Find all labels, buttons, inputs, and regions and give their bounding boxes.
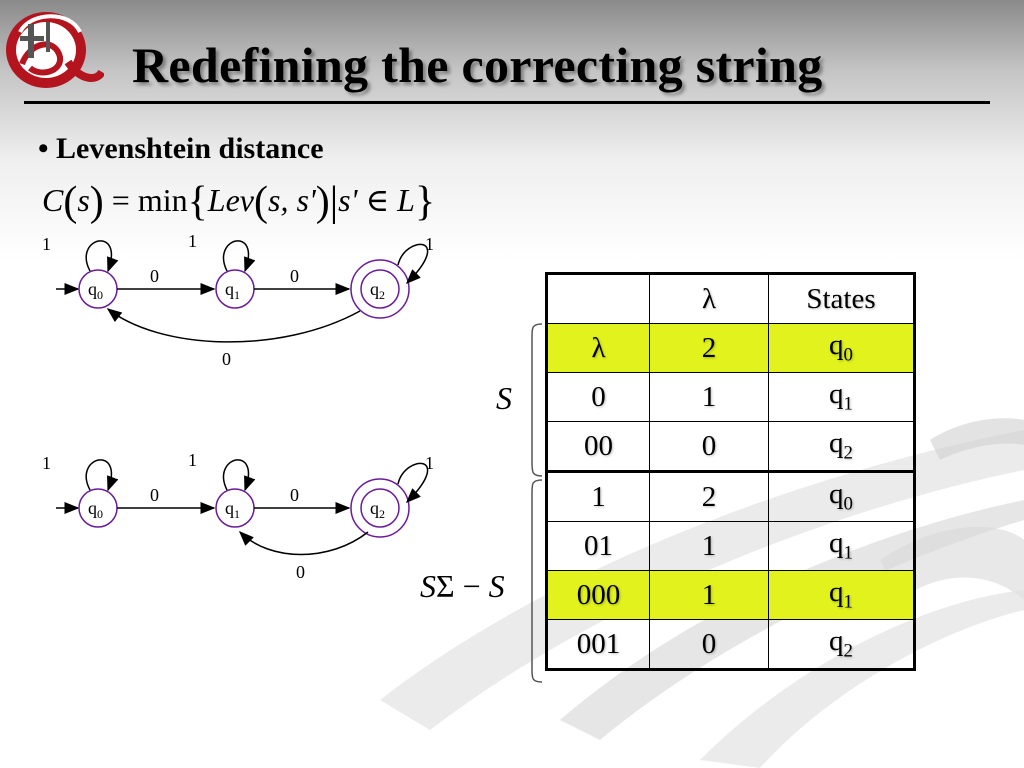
- set-S-label: S: [496, 380, 512, 416]
- table-cell-distance: 0: [649, 421, 769, 472]
- levenshtein-formula: C(s) = min{Lev(s, s')|s' ∈ L}: [42, 179, 436, 225]
- table-cell-distance: 1: [649, 521, 769, 571]
- table-header-row: λ States: [546, 273, 915, 324]
- loop-label-q1: 1: [188, 450, 197, 470]
- back-edge-label: 0: [296, 562, 305, 582]
- loop-label-q0: 1: [42, 234, 51, 254]
- formula-args: s, s': [268, 182, 316, 218]
- formula-condition: s' ∈ L: [338, 182, 415, 218]
- table-cell-state: q1: [768, 372, 915, 422]
- formula-equals: =: [111, 182, 130, 218]
- edge-label-q0-q1: 0: [150, 266, 159, 286]
- table-header-cell: λ: [649, 273, 769, 324]
- table-cell-string: 000: [546, 570, 650, 620]
- formula-min: min: [137, 182, 188, 218]
- bullet-item: • Levenshtein distance: [38, 132, 324, 165]
- bullet-text: Levenshtein distance: [56, 132, 324, 165]
- loop-label-q0: 1: [42, 453, 51, 473]
- table-cell-distance: 1: [649, 570, 769, 620]
- dfa-bottom-diagram: q0 q1 q2 1 1 1 0 0 0: [42, 450, 434, 582]
- table-cell-string: 00: [546, 421, 650, 472]
- table-cell-distance: 0: [649, 619, 769, 670]
- table-header-cell: [546, 273, 650, 324]
- dfa-top-diagram: q0 q1 q2 1 1 1 0 0 0: [42, 231, 434, 369]
- title-underline: [24, 101, 990, 104]
- formula-lhs: C: [42, 182, 64, 218]
- table-row: 01 1 q1: [546, 521, 915, 571]
- table-row: 0 1 q1: [546, 372, 915, 422]
- state-q2-circle: [360, 488, 400, 528]
- edge-label-q1-q2: 0: [290, 485, 299, 505]
- table-row: 001 0 q2: [546, 619, 915, 670]
- formula-arg: s: [77, 182, 90, 218]
- back-edge-label: 0: [222, 349, 231, 369]
- table-row: 1 2 q0: [546, 470, 915, 522]
- edge-label-q1-q2: 0: [290, 266, 299, 286]
- state-table: λ States λ 2 q0 0 1 q1 00 0 q2 1 2 q0 01…: [545, 272, 916, 671]
- set-S-sigma-minus-S-label: SΣ − S: [420, 568, 505, 604]
- logo-icon: [6, 12, 104, 88]
- table-cell-distance: 2: [649, 323, 769, 373]
- loop-label-q1: 1: [188, 231, 197, 251]
- loop-label-q2: 1: [425, 234, 434, 254]
- table-row: 00 0 q2: [546, 421, 915, 472]
- table-cell-string: 0: [546, 372, 650, 422]
- formula-lev: Lev: [207, 182, 254, 218]
- table-cell-string: 001: [546, 619, 650, 670]
- loop-label-q2: 1: [425, 453, 434, 473]
- table-cell-string: λ: [546, 323, 650, 373]
- edge-label-q0-q1: 0: [150, 485, 159, 505]
- table-row: λ 2 q0: [546, 323, 915, 373]
- table-cell-state: q0: [768, 323, 915, 373]
- formula-bar: |: [329, 179, 339, 225]
- table-cell-state: q1: [768, 570, 915, 620]
- table-cell-state: q2: [768, 421, 915, 472]
- table-cell-state: q2: [768, 619, 915, 670]
- table-cell-string: 1: [546, 470, 650, 522]
- table-cell-string: 01: [546, 521, 650, 571]
- row-group-brackets: [531, 323, 543, 683]
- table-cell-distance: 2: [649, 470, 769, 522]
- table-cell-state: q0: [768, 470, 915, 522]
- state-q2-accept-ring: [350, 259, 410, 319]
- state-q2-circle: [360, 269, 400, 309]
- table-row: 000 1 q1: [546, 570, 915, 620]
- slide-title: Redefining the correcting string: [132, 37, 823, 93]
- state-q2-accept-ring: [350, 478, 410, 538]
- table-cell-state: q1: [768, 521, 915, 571]
- table-cell-distance: 1: [649, 372, 769, 422]
- table-header-cell: States: [768, 273, 915, 324]
